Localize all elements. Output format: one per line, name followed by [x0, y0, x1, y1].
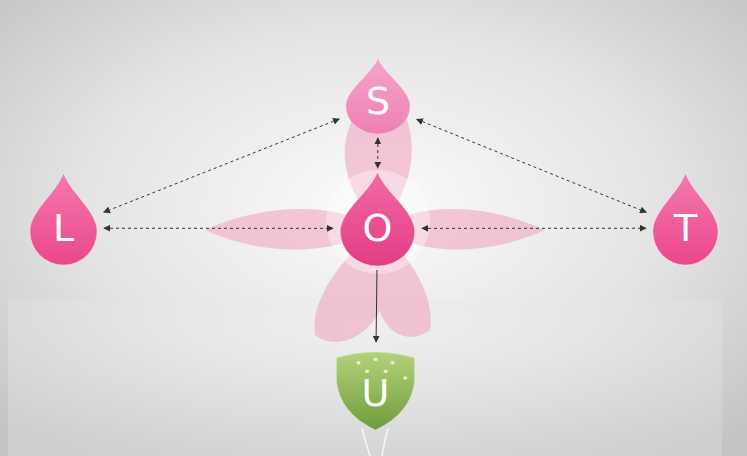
- petals: [205, 104, 545, 342]
- halo: [326, 170, 430, 274]
- dashed-connector: [377, 138, 378, 168]
- stem-outline: [362, 428, 388, 456]
- dashed-connector: [417, 119, 647, 212]
- seedpod-node: U: [333, 346, 418, 430]
- dashed-connector: [422, 228, 646, 229]
- drop-node: T: [650, 173, 721, 265]
- node-letter: T: [674, 209, 697, 247]
- drop-node: O: [337, 172, 418, 266]
- dashed-connector: [104, 228, 333, 229]
- dashed-connector: [104, 119, 340, 212]
- arrow-connector: [376, 270, 378, 342]
- node-letter: U: [362, 374, 390, 412]
- drop-node: S: [343, 58, 413, 134]
- node-letter: O: [363, 209, 393, 247]
- node-letter: S: [366, 82, 390, 120]
- node-letter: L: [53, 209, 74, 247]
- drop-node: L: [27, 173, 100, 265]
